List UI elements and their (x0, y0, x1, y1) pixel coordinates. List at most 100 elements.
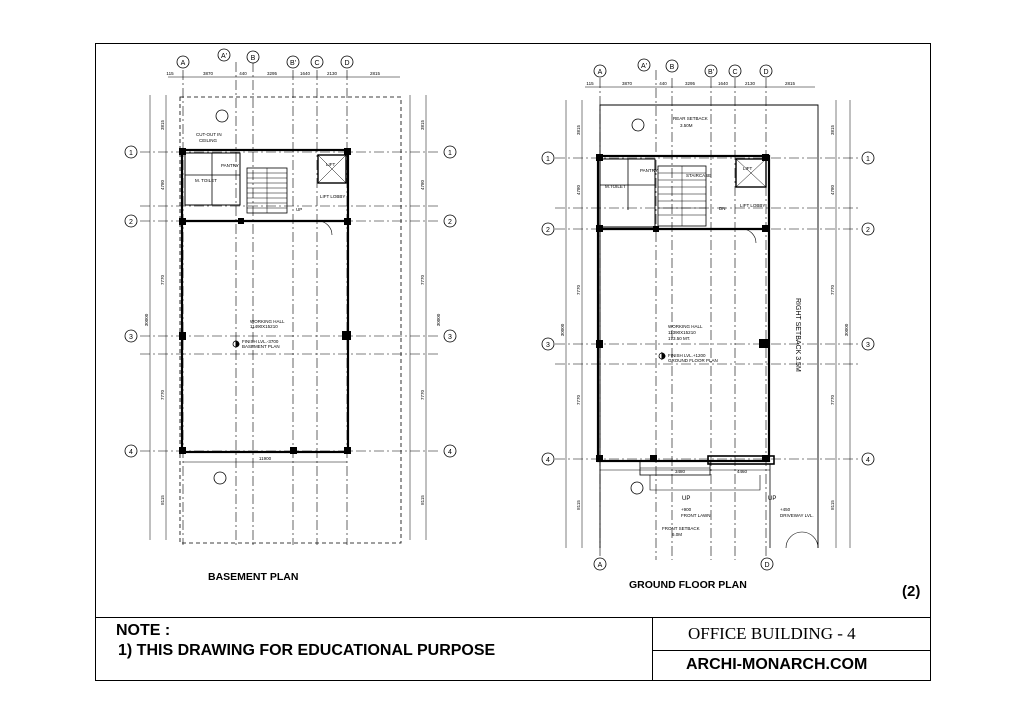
basement-col-dim: 2130 (327, 71, 338, 76)
working-hall-size: 11390X15210 (668, 330, 696, 335)
basement-toilet-block (184, 152, 241, 206)
finish-level-sub: BASEMENT PLAN (242, 344, 280, 349)
ground-front-wall (707, 455, 775, 465)
basement-lift (317, 154, 347, 184)
ground-gate-swing (785, 531, 803, 549)
ground-grid-row-label: 1 (546, 156, 550, 163)
basement-grid-row-label: 2 (448, 219, 452, 226)
ground-bottom-dim: 3480 (675, 469, 686, 474)
basement-col-dim: 2815 (370, 71, 381, 76)
finish-level-sub: GROUND FLOOR PLAN (668, 358, 718, 363)
driveway-level: +450 (780, 507, 791, 512)
ground-lift (735, 158, 767, 188)
rear-setback-label: REAR SETBACK (673, 116, 708, 121)
working-hall-label: WORKING HALL (250, 319, 285, 324)
basement-col-dim: 1640 (300, 71, 311, 76)
basement-grid-row-label: 4 (448, 449, 452, 456)
ground-col-dim: 115 (586, 81, 594, 86)
ground-row-dim: 3815 (576, 124, 581, 135)
right-setback-label: RIGHT SETBACK 3.5M (794, 298, 801, 372)
basement-row-dim: 4780 (160, 179, 165, 190)
cutout-label: CUT-OUT IN (196, 132, 222, 137)
basement-grid-row-label: 3 (129, 334, 133, 341)
ground-row-dims: 3815 4780 7770 7770 8115 30000 3815 4780… (560, 124, 849, 509)
ground-site-boundary (599, 104, 819, 548)
ground-grid-row-label: 2 (866, 227, 870, 234)
finish-level-label: FINISH LVL.+1200 (668, 353, 706, 358)
sheet-number: (2) (902, 583, 921, 600)
basement-grid-bubbles (124, 48, 457, 485)
basement-row-dim: 7770 (160, 389, 165, 400)
basement-door-swing (317, 220, 333, 236)
front-lawn-label: FRONT LAWN (681, 513, 711, 518)
basement-grid-row-label: 1 (129, 150, 133, 157)
ground-col-dim: 1640 (718, 81, 729, 86)
ground-grid-row-label: 1 (866, 156, 870, 163)
toilet-label: M. TOILET (195, 178, 217, 183)
title-block-vertical (652, 617, 653, 681)
basement-row-dim: 7770 (420, 389, 425, 400)
ground-grid-horizontal (555, 157, 860, 460)
ground-col-dim: 3870 (622, 81, 633, 86)
working-hall-size: 11490X15210 (250, 324, 278, 329)
ground-row-dim: 8115 (830, 500, 835, 510)
ground-row-dim: 7770 (576, 284, 581, 295)
entrance-up-label: UP (682, 496, 690, 502)
title-block-divider (95, 617, 931, 618)
ground-grid-row-label: 4 (546, 457, 550, 464)
driveway-label: DRIVEWAY LVL. (780, 513, 814, 518)
sheet-border (95, 43, 931, 681)
ground-grid-row-label: 4 (866, 457, 870, 464)
ground-columns (596, 154, 769, 462)
ground-bottom-dim: 4460 (737, 469, 748, 474)
ground-grid-col-label: C (732, 69, 737, 76)
ground-grid-col-label: A (598, 562, 603, 569)
finish-level-label: FINISH LVL.-3700 (242, 339, 279, 344)
ground-row-dim: 4780 (830, 184, 835, 195)
lawn-level: +900 (681, 507, 692, 512)
basement-grid-row-label: 1 (448, 150, 452, 157)
title-block-mid (652, 650, 931, 651)
basement-grid-col-label: A' (221, 53, 227, 60)
basement-row-dim: 4780 (420, 179, 425, 190)
ground-grid-col-label: A' (641, 63, 647, 70)
basement-col-dim: 440 (239, 71, 247, 76)
rear-setback-value: 3.50M (680, 123, 693, 128)
front-setback-value: 6.0M (672, 532, 682, 537)
ground-grid-row-label: 3 (866, 342, 870, 349)
basement-row-dim: 3815 (160, 119, 165, 130)
basement-grid-col-label: B (251, 55, 256, 62)
basement-row-dim: 8115 (160, 495, 165, 505)
ground-grid-bubbles (541, 58, 875, 571)
basement-col-dim: 3870 (203, 71, 214, 76)
ground-overall-dim: 30000 (844, 323, 849, 336)
working-hall-label: WORKING HALL (668, 324, 703, 329)
basement-grid-row-label: 3 (448, 334, 452, 341)
ground-row-dim: 7770 (576, 394, 581, 405)
basement-overall-dim: 30000 (144, 313, 149, 326)
ground-row-dim: 3815 (830, 124, 835, 135)
site-name: ARCHI-MONARCH.COM (686, 656, 868, 673)
ground-grid-col-label: A (598, 69, 603, 76)
lift-label: LIFT (326, 162, 336, 167)
basement-grid-row-label: 4 (129, 449, 133, 456)
basement-columns (179, 148, 351, 454)
ground-grid-col-label: B (670, 64, 675, 71)
toilet-label: M.TOILET (605, 184, 626, 189)
lift-label: LIFT (743, 166, 753, 171)
ground-grid-col-label: D (763, 69, 768, 76)
ground-plan (555, 70, 860, 560)
basement-row-dim: 3815 (420, 119, 425, 130)
pantry-label: PANTRY (640, 168, 658, 173)
project-title: OFFICE BUILDING - 4 (688, 624, 856, 643)
ground-grid-row-label: 2 (546, 227, 550, 234)
basement-dimensions (149, 76, 427, 540)
driveway-up-label: UP (768, 496, 776, 502)
pantry-label: PANTRY (221, 163, 239, 168)
basement-grid-row-label: 2 (129, 219, 133, 226)
